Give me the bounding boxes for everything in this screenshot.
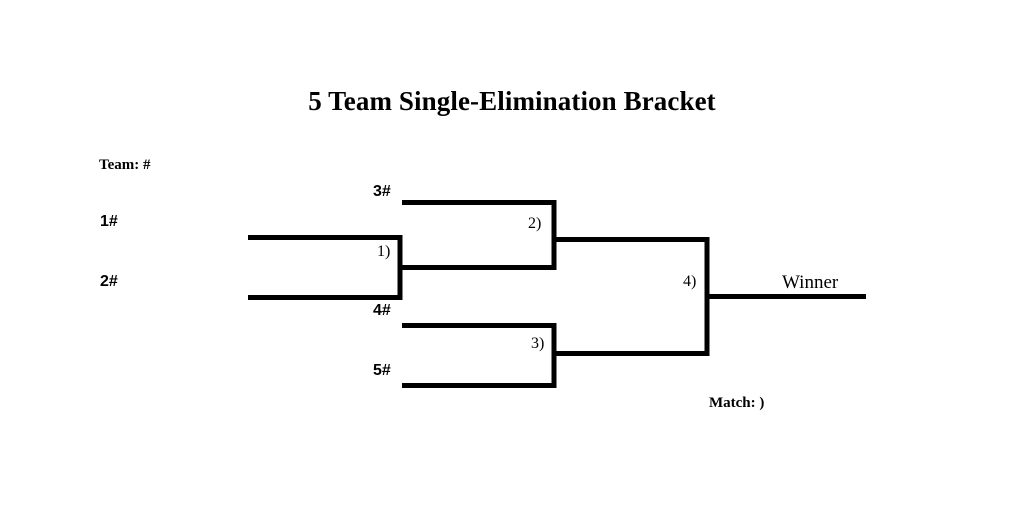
match-label-1[interactable]: 1) <box>377 243 391 260</box>
team-key-legend: Team: # <box>99 157 151 173</box>
team-slot-2[interactable]: 2# <box>100 273 118 290</box>
page-title: 5 Team Single-Elimination Bracket <box>308 86 716 116</box>
match-label-3[interactable]: 3) <box>531 335 545 352</box>
team-slot-5[interactable]: 5# <box>373 362 391 379</box>
match-label-2[interactable]: 2) <box>528 215 542 232</box>
match-key-legend: Match: ) <box>709 395 765 411</box>
team-slot-4[interactable]: 4# <box>373 302 391 319</box>
match-label-4[interactable]: 4) <box>683 273 697 290</box>
team-slot-1[interactable]: 1# <box>100 213 118 230</box>
team-slot-3[interactable]: 3# <box>373 183 391 200</box>
winner-slot[interactable]: Winner <box>782 272 839 293</box>
